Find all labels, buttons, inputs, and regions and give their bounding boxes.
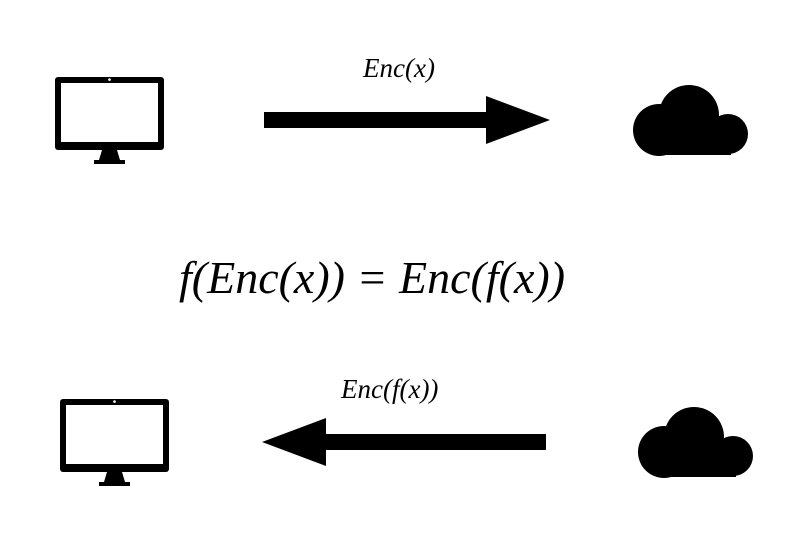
- top-arrow-label: Enc(x): [363, 53, 435, 83]
- bottom-arrow-label: Enc(f(x)): [341, 374, 439, 404]
- monitor-icon: [55, 77, 164, 164]
- homomorphic-equation: f(Enc(x)) = Enc(f(x)): [179, 252, 566, 303]
- right-arrow: [264, 96, 550, 144]
- monitor-icon: [60, 399, 169, 486]
- cloud-icon: [633, 85, 748, 156]
- left-arrow: [262, 418, 546, 466]
- cloud-icon: [638, 407, 753, 478]
